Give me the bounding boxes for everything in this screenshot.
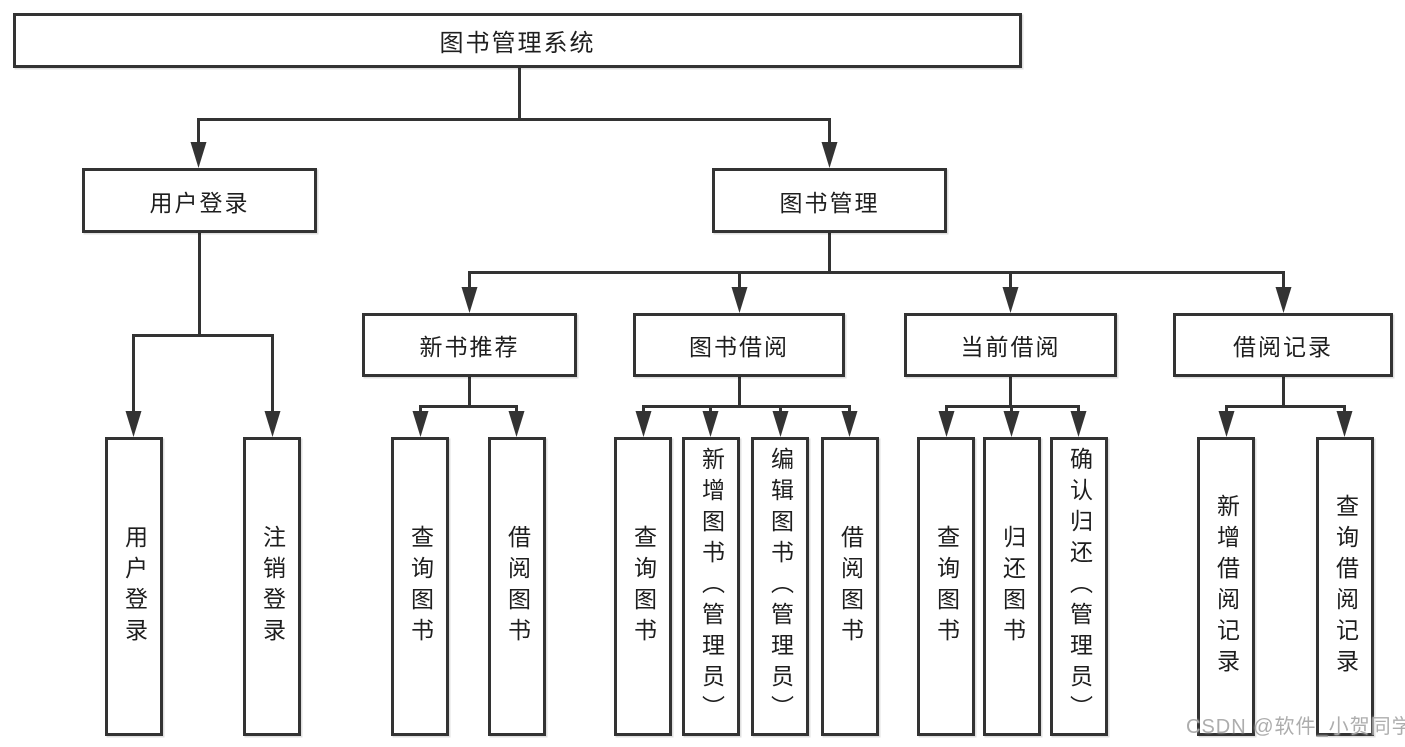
leaf-label: 新增借阅记录 [1213, 493, 1240, 680]
leaf-label: 用户登录 [121, 524, 148, 649]
leaf-label: 借阅图书 [504, 524, 531, 649]
node-label: 借阅记录 [1233, 334, 1333, 360]
leaf-label: 确认归还（管理员） [1066, 447, 1093, 726]
leaf-borrow-books-recommend: 借阅图书 [488, 437, 546, 736]
node-label: 图书借阅 [689, 334, 789, 360]
leaf-query-books-borrowing: 查询图书 [614, 437, 672, 736]
leaf-label: 新增图书（管理员） [698, 447, 725, 726]
leaf-borrow-books-borrowing: 借阅图书 [821, 437, 879, 736]
node-current-borrowing: 当前借阅 [904, 313, 1117, 377]
leaf-edit-books-admin: 编辑图书（管理员） [751, 437, 809, 736]
leaf-label: 归还图书 [999, 524, 1026, 649]
leaf-label: 查询图书 [630, 524, 657, 649]
node-book-management: 图书管理 [712, 168, 947, 233]
leaf-label: 编辑图书（管理员） [767, 447, 794, 726]
leaf-label: 查询图书 [933, 524, 960, 649]
node-book-borrowing: 图书借阅 [633, 313, 845, 377]
leaf-label: 注销登录 [259, 524, 286, 649]
leaf-query-books-recommend: 查询图书 [391, 437, 449, 736]
leaf-label: 查询借阅记录 [1332, 493, 1359, 680]
leaf-return-books: 归还图书 [983, 437, 1041, 736]
node-label: 当前借阅 [960, 334, 1061, 360]
node-borrowing-records: 借阅记录 [1173, 313, 1393, 377]
node-library-management-system: 图书管理系统 [13, 13, 1022, 68]
leaf-add-borrow-record: 新增借阅记录 [1197, 437, 1255, 736]
node-user-login: 用户登录 [82, 168, 317, 233]
node-label: 新书推荐 [419, 334, 520, 360]
leaf-query-books-current: 查询图书 [917, 437, 975, 736]
node-label: 图书管理系统 [439, 30, 596, 57]
leaf-logout: 注销登录 [243, 437, 301, 736]
leaf-query-borrow-record: 查询借阅记录 [1316, 437, 1374, 736]
node-new-book-recommendation: 新书推荐 [362, 313, 577, 377]
leaf-label: 借阅图书 [837, 524, 864, 649]
leaf-add-books-admin: 新增图书（管理员） [682, 437, 740, 736]
node-label: 用户登录 [149, 189, 250, 216]
leaf-user-login: 用户登录 [105, 437, 163, 736]
leaf-confirm-return-admin: 确认归还（管理员） [1050, 437, 1108, 736]
leaf-label: 查询图书 [407, 524, 434, 649]
csdn-watermark: CSDN @软件_小贺同学 [1186, 716, 1405, 738]
node-label: 图书管理 [779, 189, 880, 216]
